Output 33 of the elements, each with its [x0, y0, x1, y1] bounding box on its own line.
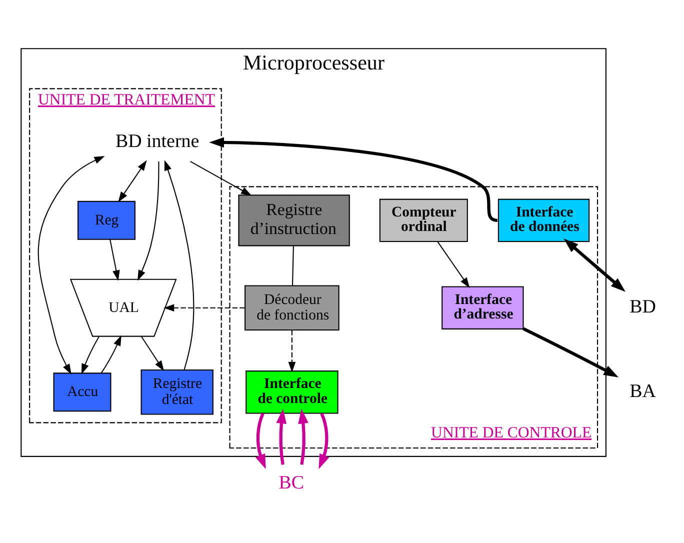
arrow	[138, 162, 160, 281]
node-text: BC	[278, 472, 304, 494]
arrow	[101, 335, 122, 374]
node-box: Interface d’adresse	[442, 286, 524, 330]
node-text: BA	[630, 380, 656, 402]
node-box: Registre d’instruction	[238, 194, 350, 246]
arrow	[81, 336, 100, 374]
arrow	[564, 238, 626, 292]
node-box: Registre d'état	[140, 370, 214, 415]
arrow	[276, 408, 287, 465]
node-box: Accu	[53, 372, 112, 412]
arrow	[164, 160, 194, 370]
node-box: Interface de controle	[246, 370, 338, 414]
arrow	[298, 408, 308, 465]
node-text: BD interne	[115, 131, 200, 152]
node-box: Reg	[78, 200, 136, 240]
arrow	[318, 412, 330, 470]
connector	[292, 246, 294, 286]
arrow	[255, 412, 266, 470]
arrow	[190, 160, 252, 196]
arrow	[38, 156, 105, 375]
arrow	[110, 239, 120, 281]
arrow	[141, 336, 164, 372]
node-text: BD	[630, 296, 656, 318]
arrow	[164, 304, 245, 312]
node-box: Compteur ordinal	[379, 198, 468, 242]
arrow	[209, 137, 498, 222]
arrow	[288, 330, 296, 372]
arrow	[437, 241, 470, 288]
node-box: Interface de données	[498, 198, 590, 242]
arrow	[522, 327, 619, 378]
node-box: Décodeur de fonctions	[244, 285, 340, 330]
arrow	[118, 160, 147, 202]
